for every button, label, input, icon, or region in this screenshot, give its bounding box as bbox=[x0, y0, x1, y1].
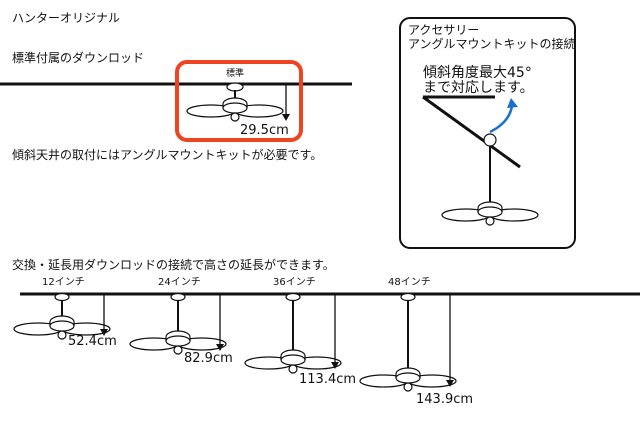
measure-arrow bbox=[282, 114, 290, 121]
fan-24in bbox=[129, 292, 227, 355]
page-title: ハンターオリジナル bbox=[12, 11, 121, 25]
standard-heading: 標準付属のダウンロッド bbox=[12, 51, 145, 65]
rod-label: 36インチ bbox=[273, 277, 316, 288]
standard-measure: 29.5cm bbox=[240, 123, 289, 138]
fan-36in bbox=[244, 292, 342, 374]
extension-heading: 交換・延長用ダウンロッドの接続で高さの延長ができます。 bbox=[12, 258, 335, 272]
rod-label: 48インチ bbox=[388, 277, 431, 288]
accessory-box bbox=[399, 17, 576, 249]
accessory-diagram bbox=[399, 17, 576, 249]
standard-diagram bbox=[0, 60, 352, 142]
extension-diagrams bbox=[13, 292, 640, 392]
rod-label: 24インチ bbox=[158, 277, 201, 288]
angle-line-1: 傾斜角度最大45° bbox=[423, 65, 532, 81]
standard-highlight-box bbox=[175, 60, 303, 142]
rod-label: 12インチ bbox=[42, 277, 85, 288]
accessory-label: アクセサリー bbox=[408, 23, 480, 37]
angle-arrow bbox=[489, 105, 514, 134]
standard-tag: 標準 bbox=[226, 69, 245, 79]
standard-fan bbox=[186, 97, 284, 122]
sloped-ceiling bbox=[422, 95, 521, 169]
fan-12in bbox=[13, 292, 111, 340]
angled-note: 傾斜天井の取付にはアングルマウントキットが必要です。 bbox=[12, 148, 323, 162]
fan-48in bbox=[359, 292, 457, 392]
measure-label: 52.4cm bbox=[68, 334, 117, 349]
measure-label: 113.4cm bbox=[299, 372, 357, 387]
angle-line-2: まで対応します。 bbox=[423, 80, 534, 96]
accessory-kit-label: アングルマウントキットの接続 bbox=[408, 37, 576, 51]
measure-label: 143.9cm bbox=[416, 392, 474, 407]
measure-label: 82.9cm bbox=[184, 351, 233, 366]
